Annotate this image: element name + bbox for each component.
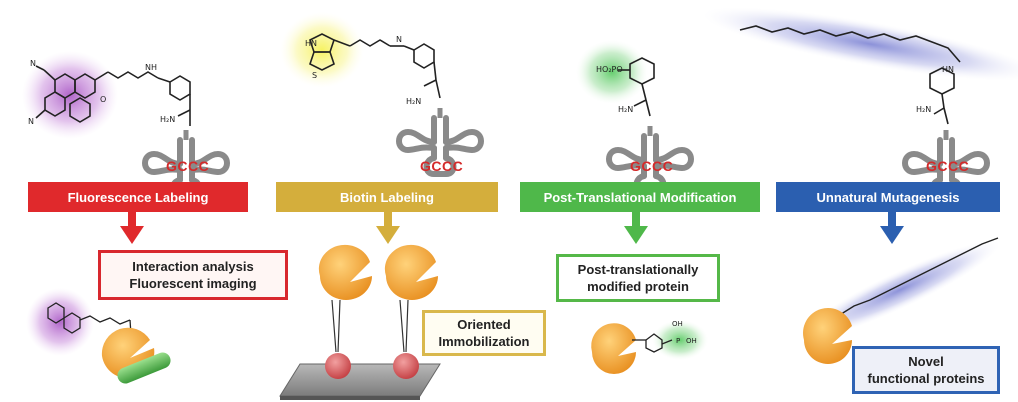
svg-text:N: N: [396, 35, 402, 44]
outcome-line: Immobilization: [438, 334, 530, 349]
outcome-box-mutagenesis: Novel functional proteins: [852, 346, 1000, 394]
immobilization-illustration: [279, 244, 441, 400]
banner-fluorescence-labeling: Fluorescence Labeling: [28, 182, 248, 212]
banner-unnatural-mutagenesis: Unnatural Mutagenesis: [776, 182, 1000, 212]
arrows: [120, 212, 904, 244]
biotin-s-label: S: [312, 71, 317, 80]
peg-hn-label: HN: [942, 65, 954, 74]
bottom-oh-label: OH: [672, 320, 683, 328]
engineered-protein-illustration: [800, 237, 1000, 364]
outcome-box-biotin: Oriented Immobilization: [422, 310, 546, 356]
biotin-molecule: HN S N H₂N: [280, 12, 481, 174]
biotin-h-label: HN: [305, 39, 317, 48]
h2n-label: H₂N: [160, 115, 175, 124]
fluorescent-protein-illustration: [26, 288, 171, 384]
svg-text:N: N: [28, 117, 34, 126]
anticodon-label-mutagenesis: GCCC: [926, 158, 970, 174]
fluorescence-molecule: N N O NH H₂N: [22, 51, 227, 196]
nh-label: NH: [145, 63, 157, 72]
outcome-line: Fluorescent imaging: [129, 276, 257, 291]
anticodon-label-fluorescence: GCCC: [166, 158, 210, 174]
banner-biotin-labeling: Biotin Labeling: [276, 182, 498, 212]
outcome-box-fluorescence: Interaction analysis Fluorescent imaging: [98, 250, 288, 300]
outcome-line: Post-translationally: [577, 262, 699, 277]
anticodon-label-ptm: GCCC: [630, 158, 674, 174]
anticodon-label-biotin: GCCC: [420, 158, 464, 174]
outcome-line: modified protein: [587, 279, 689, 294]
outcome-line: Oriented: [457, 317, 511, 332]
phosphorylated-protein-illustration: OH P OH: [591, 320, 708, 374]
svg-text:H₂N: H₂N: [618, 105, 633, 114]
outcome-box-ptm: Post-translationally modified protein: [556, 254, 720, 302]
outcome-line: Interaction analysis: [132, 259, 254, 274]
svg-text:H₂N: H₂N: [406, 97, 421, 106]
phospho-label: HO₂PO: [596, 65, 623, 74]
svg-text:O: O: [100, 95, 106, 104]
bottom-p-label: P: [676, 337, 680, 345]
svg-text:N: N: [30, 59, 36, 68]
svg-text:H₂N: H₂N: [916, 105, 931, 114]
banner-post-translational-modification: Post-Translational Modification: [520, 182, 760, 212]
phosphotyrosine-molecule: HO₂PO H₂N: [576, 40, 691, 192]
outcome-line: functional proteins: [867, 371, 985, 386]
svg-text:OH: OH: [686, 337, 697, 345]
peg-molecule: HN H₂N: [702, 7, 1018, 196]
outcome-line: Novel: [908, 354, 944, 369]
